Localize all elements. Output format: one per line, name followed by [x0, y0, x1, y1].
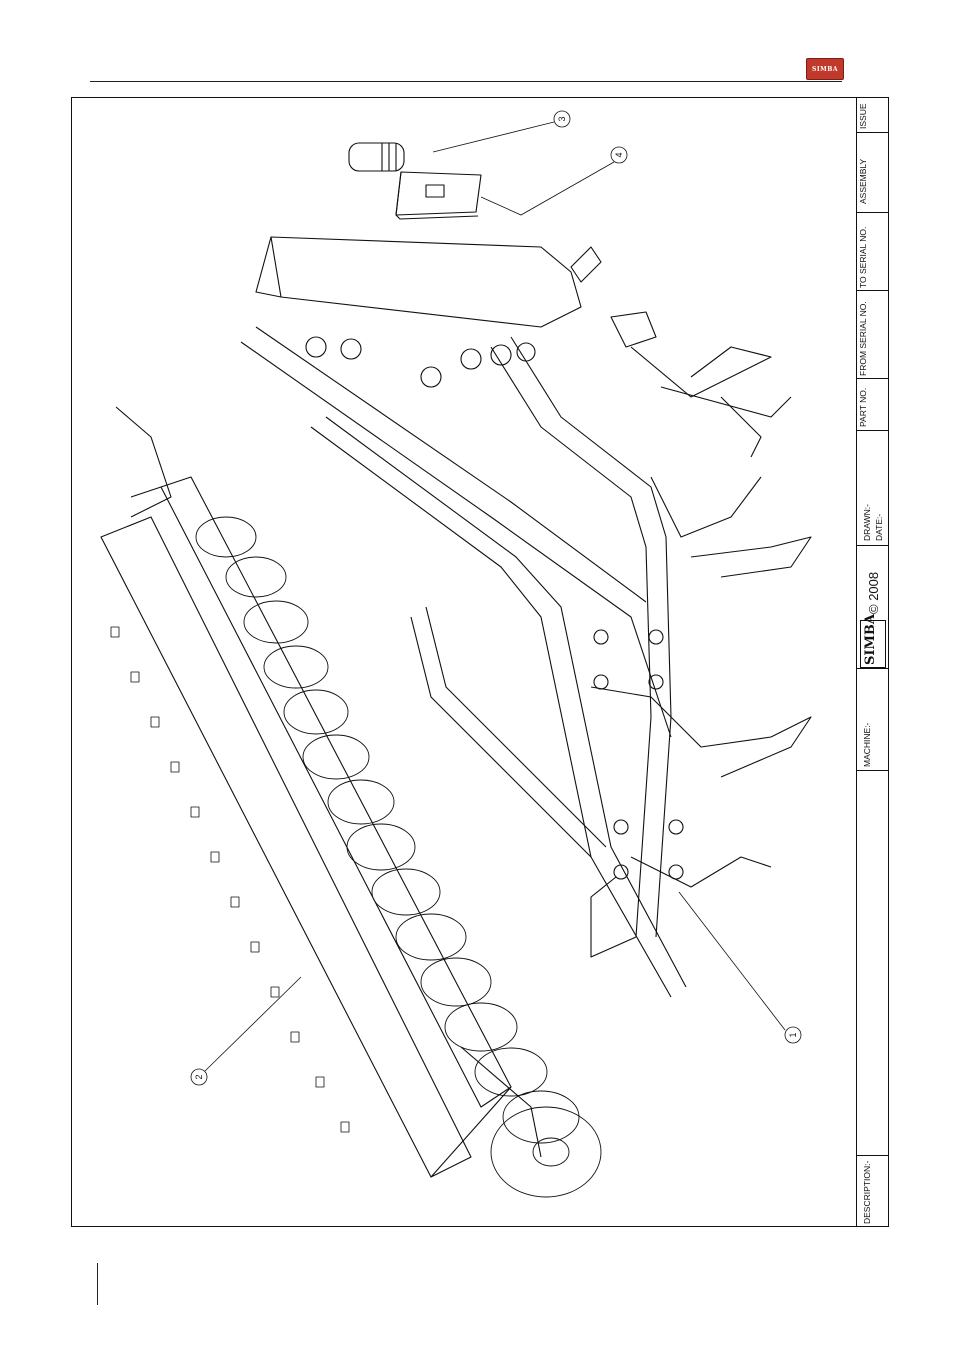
- to-serial-label: TO SERIAL NO.: [858, 227, 868, 288]
- simba-brand-box: SIMBA: [860, 620, 886, 668]
- callout-3: 3: [557, 116, 567, 121]
- drawn-label: DRAWN:-: [862, 504, 872, 541]
- description-label: DESCRIPTION:-: [862, 1161, 872, 1224]
- brand-text: SIMBA: [863, 614, 878, 665]
- callout-4: 4: [614, 152, 624, 157]
- date-label: DATE:-: [874, 514, 884, 541]
- from-serial-label: FROM SERIAL NO.: [858, 301, 868, 376]
- simba-logo: SIMBA: [806, 58, 844, 80]
- callout-1: 1: [788, 1032, 798, 1037]
- callout-2: 2: [194, 1074, 204, 1079]
- exploded-assembly-drawing: 3 4 1 2: [71, 97, 856, 1227]
- assembly-label: ASSEMBLY: [858, 159, 868, 204]
- logo-text: SIMBA: [812, 66, 838, 73]
- header-rule: [90, 81, 842, 82]
- part-no-label: PART NO.: [858, 388, 868, 427]
- copyright: © 2008: [866, 572, 881, 614]
- margin-rule: [97, 1263, 98, 1305]
- issue-label: ISSUE: [858, 103, 868, 129]
- machine-label: MACHINE:-: [862, 723, 872, 767]
